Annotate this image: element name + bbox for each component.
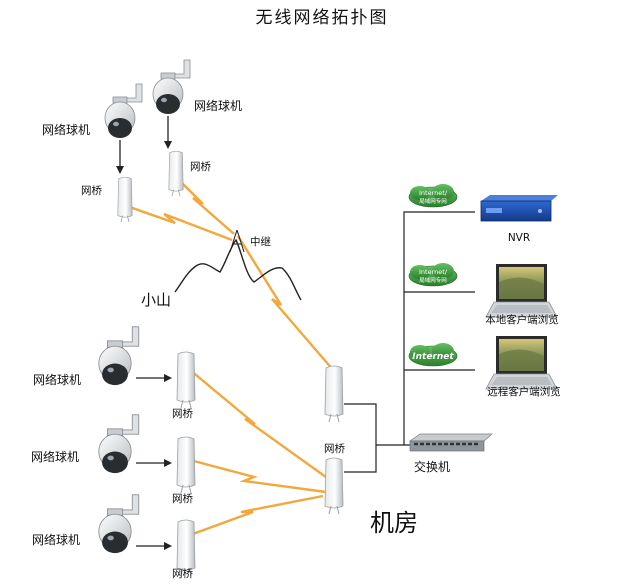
mountain-label: 小山 — [141, 291, 171, 309]
cloud-1-top-text: Internet/ — [419, 189, 448, 197]
wireless-link-right-relay — [176, 177, 235, 235]
nvr-device — [480, 195, 558, 222]
remote-client-laptop — [485, 335, 558, 390]
camera-bridge-arrow-3 — [164, 542, 172, 550]
camera-top-left — [104, 83, 143, 139]
network-cloud-1: Internet/ 局域网专网 — [408, 184, 458, 208]
camera-bridge-arrow-top — [116, 166, 124, 174]
camera-lower-2 — [98, 414, 140, 474]
wireless-link-left-relay — [123, 203, 233, 242]
camera-lower-3 — [98, 494, 140, 554]
wireless-links — [123, 177, 341, 537]
bridge-top-right-label: 网桥 — [190, 161, 211, 173]
bridge-lower-2-label: 网桥 — [172, 493, 193, 505]
cloud-2-top-text: Internet/ — [419, 268, 448, 276]
camera-top-left-label: 网络球机 — [42, 122, 90, 137]
relay-label: 中继 — [250, 235, 271, 248]
remote-client-label: 远程客户端浏览 — [487, 385, 561, 398]
cloud-1-bottom-text: 局域网专网 — [419, 197, 447, 205]
bridge-lower-1-label: 网桥 — [172, 408, 193, 420]
network-cloud-3: Internet — [408, 343, 458, 367]
bridge-lower-2 — [176, 436, 196, 494]
bridge-lower-3-label: 网桥 — [172, 568, 193, 580]
mountain-outline — [174, 238, 302, 301]
wireless-link-bridge2 — [189, 458, 327, 494]
room-bridge-upper — [324, 365, 344, 423]
room-bridge-label: 网桥 — [324, 443, 345, 455]
switch-label: 交换机 — [414, 459, 450, 474]
cloud-3-text: Internet — [412, 352, 454, 362]
wireless-link-bridge3 — [189, 494, 324, 537]
network-cloud-2: Internet/ 局域网专网 — [408, 263, 458, 287]
local-client-laptop — [485, 263, 558, 318]
room-wiring — [344, 211, 475, 473]
bridge-top-left — [117, 176, 133, 223]
camera-bridge-arrow-1 — [164, 374, 172, 382]
diagram-title: 无线网络拓扑图 — [256, 8, 389, 28]
camera-top-right-label: 网络球机 — [194, 98, 242, 113]
camera-lower-2-label: 网络球机 — [31, 449, 79, 464]
bridge-top-right — [168, 150, 184, 197]
camera-bridge-arrow-2 — [164, 459, 172, 467]
nvr-label: NVR — [508, 232, 530, 244]
wireless-link-relay-room — [236, 235, 341, 379]
bridge-lower-1 — [176, 351, 196, 409]
camera-bridge-arrow-top-right — [164, 141, 172, 149]
relay-tower — [229, 229, 245, 253]
camera-lower-1-label: 网络球机 — [33, 372, 81, 387]
camera-lower-3-label: 网络球机 — [32, 532, 80, 547]
network-switch — [408, 433, 493, 452]
wireless-link-bridge1 — [189, 369, 331, 481]
camera-top-right — [152, 59, 191, 115]
camera-lower-1 — [98, 326, 140, 386]
room-bridge-lower — [324, 457, 344, 515]
cloud-2-bottom-text: 局域网专网 — [419, 276, 447, 284]
bridge-top-left-label: 网桥 — [81, 185, 102, 197]
room-label: 机房 — [370, 509, 418, 537]
local-client-label: 本地客户端浏览 — [485, 313, 559, 326]
